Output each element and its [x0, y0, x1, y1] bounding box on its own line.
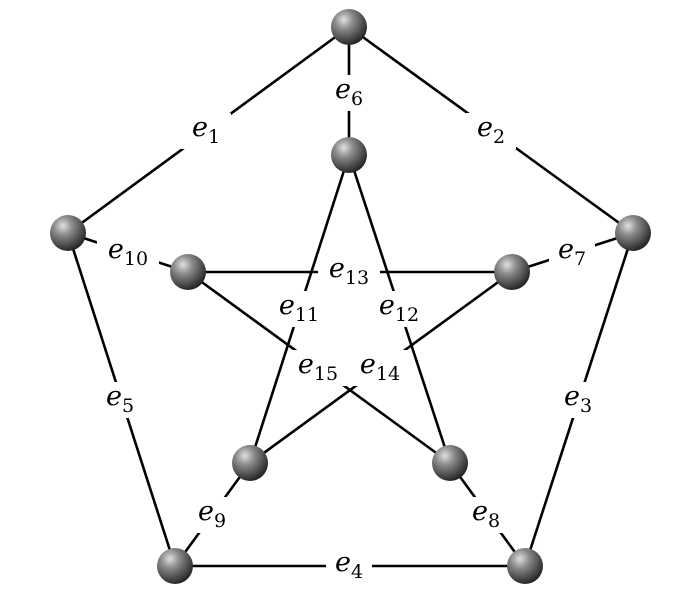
vertex-inner-bottom-left — [232, 445, 268, 481]
vertex-outer-bottom-right — [507, 548, 543, 584]
edge-label-background — [288, 350, 348, 386]
vertex-inner-left — [170, 254, 206, 290]
edge-label-background — [555, 382, 601, 418]
edge-label-background — [350, 350, 410, 386]
edge-label-background — [318, 254, 380, 290]
edge-label-e5: e5 — [106, 381, 134, 417]
edge-label-background — [271, 291, 327, 327]
edge-label-e3: e3 — [564, 381, 592, 417]
edge-label-e11: e11 — [279, 290, 319, 326]
edge-label-background — [329, 75, 369, 111]
edge-label-e12: e12 — [379, 290, 419, 326]
edge-label-background — [466, 113, 516, 149]
edge-label-background — [463, 497, 509, 533]
vertices — [50, 9, 651, 584]
vertex-outer-bottom-left — [157, 548, 193, 584]
edge-labels: e1 e2 e3 e4 e5 e6 e7 e8 e9 e10 e11 e12 e13 e14 e15 — [97, 74, 601, 584]
edge-label-e2: e2 — [477, 112, 505, 148]
vertex-inner-right — [494, 254, 530, 290]
edge-label-e1: e1 — [192, 112, 220, 148]
edge-label-background — [189, 497, 235, 533]
edge-label-e6: e6 — [335, 74, 363, 110]
vertex-inner-bottom-right — [432, 445, 468, 481]
edge-label-background — [181, 113, 231, 149]
vertex-outer-left — [50, 215, 86, 251]
edge-label-e8: e8 — [472, 496, 500, 532]
edge-label-e14: e14 — [360, 349, 400, 385]
vertex-inner-top — [331, 137, 367, 173]
vertex-outer-right — [615, 215, 651, 251]
edge-label-e13: e13 — [329, 253, 369, 289]
edge-label-e10: e10 — [108, 234, 148, 270]
edge-label-e15: e15 — [298, 349, 338, 385]
edge-label-background — [97, 235, 159, 271]
edge-label-background — [97, 382, 143, 418]
edge-label-background — [326, 548, 372, 584]
vertex-outer-top — [331, 9, 367, 45]
edge-label-background — [549, 235, 595, 271]
edge-label-e9: e9 — [198, 496, 226, 532]
edge-label-e4: e4 — [335, 547, 363, 583]
edge-label-background — [371, 291, 427, 327]
edge-label-e7: e7 — [558, 234, 586, 270]
